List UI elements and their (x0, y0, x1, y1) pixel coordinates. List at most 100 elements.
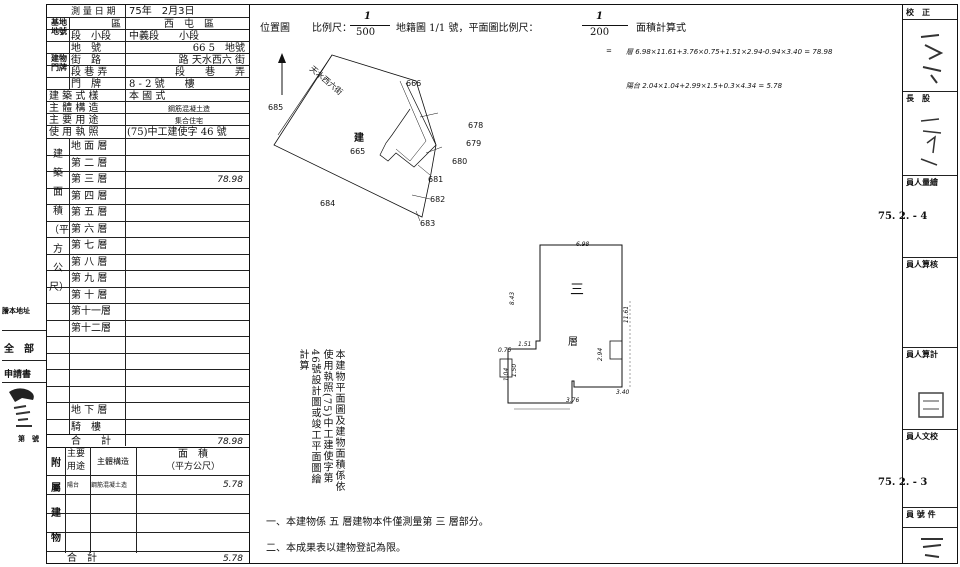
lot-label: 地 號 (71, 43, 101, 53)
style-value: 本 國 式 (129, 91, 166, 101)
survey-date-value: 75年 2月3日 (129, 6, 195, 17)
location-map (273, 53, 443, 222)
district-group-label: 基地地號 (51, 17, 67, 36)
district-row: 區 西 屯 區 (47, 17, 249, 29)
main-use-label: 主要用途 (67, 449, 86, 472)
floor-name (71, 354, 125, 370)
margin-divider (2, 360, 46, 361)
attached-divider (65, 447, 66, 553)
floor-area-value (129, 255, 249, 271)
floor-area-value (129, 222, 249, 238)
floor-name: 第 三 層 (71, 174, 108, 185)
scale1-denominator: 500 (356, 27, 376, 38)
right-divider (903, 347, 957, 348)
note-2: 二、本成果表以建物登記為限。 (266, 543, 406, 554)
floor-row (47, 336, 249, 353)
attached-row (47, 494, 249, 513)
dimension-label: 1.51 (518, 341, 532, 348)
building-footprint (379, 82, 437, 168)
floor-group-divider (69, 138, 70, 435)
attached-use (67, 533, 89, 551)
parcel-number: 684 (320, 199, 336, 208)
signature-icon (913, 387, 949, 423)
floor-name: 第 七 層 (71, 240, 108, 251)
floor-name: 第 十 層 (71, 289, 108, 301)
left-margin: 謄本地址 全 部 申請書 第 號 (0, 0, 46, 567)
whole-label: 全 部 (4, 344, 34, 355)
total-row: 合 計 78.98 (47, 434, 249, 447)
floor-name (71, 387, 125, 403)
cadastral-label: 地籍圖 1/1 號，平面圖比例尺： (396, 23, 539, 34)
calculator-label: 員人算計 (906, 349, 938, 359)
attached-use (67, 514, 89, 532)
floor-row: 第十二層 (47, 319, 249, 337)
floor-area-value (129, 156, 249, 172)
floor-row: 第 五 層 (47, 204, 249, 221)
floor-area-value (129, 370, 249, 386)
floor-area-value (129, 288, 249, 304)
dimension-label: 6.98 (576, 241, 590, 248)
right-divider (903, 507, 957, 508)
dimension-label: 0.75 (498, 347, 512, 354)
floor-name: 第 四 層 (71, 190, 108, 202)
district-label: 區 (111, 19, 121, 29)
attached-use: 陽台 (67, 482, 80, 489)
section-row: 段 小段 中義段 小段 (47, 29, 249, 41)
building-info-table: 測 量 日 期 75年 2月3日 區 西 屯 區 段 小段 中義段 小段 地 號… (46, 4, 250, 564)
office-label: 謄本地址 (2, 306, 30, 315)
drafter-label: 員人量繪 (906, 177, 938, 187)
attached-area: 5.78 (222, 480, 243, 490)
attached-structure (91, 495, 135, 513)
dash-marker: = (606, 47, 612, 55)
right-divider (903, 19, 957, 20)
parcel-outline (273, 54, 437, 218)
floor-area-value: 78.98 (217, 175, 243, 185)
floor-row: 第十一層 (47, 303, 249, 320)
floor-row: 第 六 層 (47, 220, 249, 238)
dimension-label: 8.43 (509, 291, 517, 306)
attached-total-row: 合 計 5.78 (47, 551, 249, 563)
dimension-label: 11.61 (623, 305, 631, 324)
approval-column: 校 正 長 股 員人量繪 75. 2. - 4 員人算核 員人算計 員人文校 7… (878, 4, 958, 564)
attached-structure: 鋼筋混凝土造 (91, 482, 128, 489)
calc-line-1: 層 6.98×11.61+3.76×0.75+1.51×2.94-0.94×3.… (626, 48, 833, 56)
attached-area-label: 面 積 (178, 449, 208, 460)
floor-area-value (129, 387, 249, 403)
floor-row: 騎 樓 (47, 418, 249, 436)
balcony-right (609, 340, 623, 360)
section-label: 段 小段 (71, 31, 111, 41)
leader-line (415, 210, 421, 222)
permit-row: 使 用 執 照 (75)中工建使字 46 號 (47, 125, 249, 138)
floor-row (47, 369, 249, 386)
building-group-label: 建物門牌 (51, 53, 67, 72)
applicant-label: 申請書 (4, 370, 32, 380)
floor-area-value (129, 304, 249, 320)
date-2: 75. 2. - 3 (878, 477, 928, 488)
attached-area (137, 533, 249, 551)
attached-area (137, 495, 249, 513)
dimension-label: 1.50 (511, 363, 519, 378)
permit-value: (75)中工建使字 46 號 (127, 127, 227, 138)
road-edge (277, 54, 333, 136)
section-value: 中義段 小段 (129, 31, 199, 41)
dimension-label: 3.40 (616, 389, 630, 396)
margin-divider (2, 382, 46, 383)
floor-area-value (129, 271, 249, 287)
floor-row: 地 下 層 (47, 402, 249, 419)
parcel-number: 683 (420, 219, 436, 228)
attached-struct-label: 主體構造 (97, 457, 129, 466)
floor-row: 地 面 層 (47, 138, 249, 155)
dimension-label: 1.04 (503, 367, 511, 382)
street-value: 路 天水西六 街 (178, 55, 245, 65)
building-footprint-inner (395, 80, 427, 162)
fraction-bar (582, 25, 628, 26)
attached-area (137, 514, 249, 532)
floor-name: 第 六 層 (71, 223, 108, 235)
right-divider (903, 257, 957, 258)
right-divider (903, 527, 957, 528)
leader-line (411, 194, 431, 200)
floor-row: 第 九 層 (47, 270, 249, 287)
lane-value: 段 巷 弄 (175, 67, 245, 77)
attached-row: 陽台 鋼筋混凝土造 5.78 (47, 475, 249, 494)
floor-name: 騎 樓 (71, 421, 101, 433)
